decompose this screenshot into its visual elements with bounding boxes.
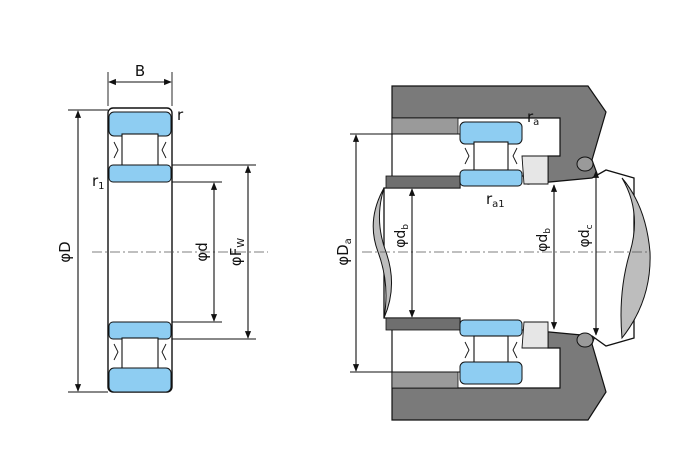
shaft-break-left xyxy=(372,187,393,319)
label-phi-da: φDa xyxy=(334,238,354,266)
snap-ring-bottom xyxy=(576,332,594,348)
label-ra1: ra1 xyxy=(486,190,505,210)
outer-ring-top xyxy=(108,111,172,137)
label-r1: r1 xyxy=(92,172,105,192)
bearing-section-left: B r r1 φD φd φFW xyxy=(56,62,268,393)
shaft-collar-bottom xyxy=(385,317,461,331)
label-phi-d-bore: φd xyxy=(193,242,211,261)
label-phi-db-right: φdb xyxy=(535,228,553,252)
mount-roller-top xyxy=(473,141,509,171)
label-phi-fw: φFW xyxy=(227,238,247,267)
label-phi-d-outer: φD xyxy=(56,241,74,262)
mount-inner-ring-top xyxy=(459,169,523,187)
housing-shoulder-bottom xyxy=(391,371,459,389)
label-r: r xyxy=(177,106,184,124)
mount-inner-ring-bottom xyxy=(459,319,523,337)
snap-ring-top xyxy=(576,156,594,172)
outer-ring-bottom xyxy=(108,367,172,393)
mount-outer-ring-top xyxy=(459,121,523,145)
label-b: B xyxy=(135,62,145,80)
spacer-bottom xyxy=(521,321,549,349)
roller-top xyxy=(121,133,159,167)
roller-bottom xyxy=(121,337,159,371)
shaft-collar-top xyxy=(385,175,461,189)
spacer-top xyxy=(521,155,549,185)
label-ra: ra xyxy=(527,108,539,128)
label-phi-dc: φdc xyxy=(577,224,595,247)
inner-ring-top xyxy=(108,164,172,183)
housing-shoulder-top xyxy=(391,117,459,135)
shaft-break-right xyxy=(620,177,651,340)
mounting-section-right: ra ra1 φDa φdb φdb φdc xyxy=(334,85,651,421)
mount-outer-ring-bottom xyxy=(459,361,523,385)
label-phi-db-left: φdb xyxy=(393,224,411,248)
inner-ring-bottom xyxy=(108,321,172,340)
mount-roller-bottom xyxy=(473,335,509,365)
